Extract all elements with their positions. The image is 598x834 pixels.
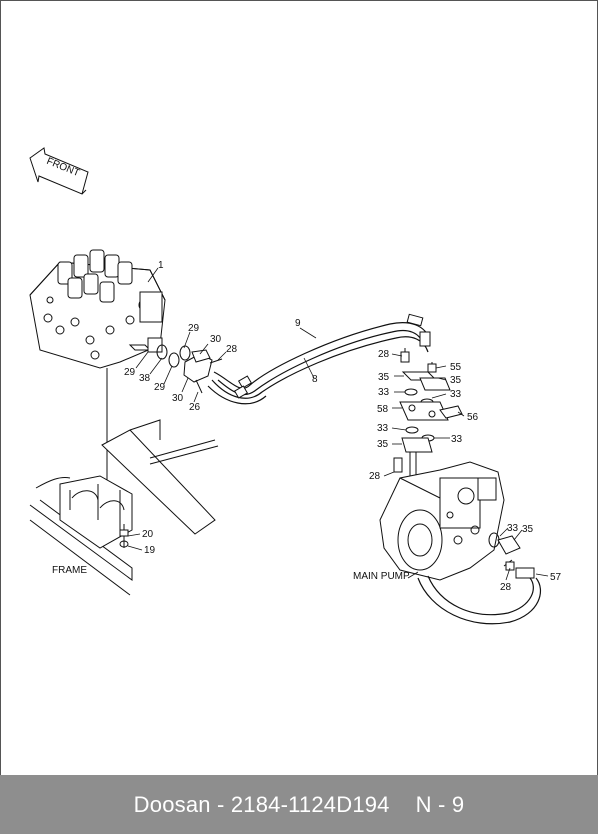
callout-28: 28	[500, 582, 512, 593]
callout-30: 30	[172, 393, 184, 404]
callout-33: 33	[451, 434, 463, 445]
callout-35: 35	[450, 375, 462, 386]
callout-8: 8	[312, 374, 318, 385]
callout-29: 29	[154, 382, 166, 393]
callout-leaders	[127, 267, 549, 581]
hydraulic-hose-diagram: FRONT FRAME MAIN PUMP 1 29 30 28 9 8 29 …	[29, 147, 562, 625]
callout-1: 1	[158, 260, 164, 271]
callout-29: 29	[124, 367, 136, 378]
callout-20: 20	[142, 529, 154, 540]
callout-35: 35	[378, 372, 390, 383]
pump-flange-stack	[393, 348, 463, 478]
callout-38: 38	[139, 373, 151, 384]
callout-33: 33	[507, 523, 519, 534]
valve-fittings	[147, 337, 223, 394]
callout-30: 30	[210, 334, 222, 345]
footer-page-number: N - 9	[415, 791, 465, 817]
callout-35: 35	[377, 439, 389, 450]
footer-bar: Doosan - 2184-1124D194 N - 9	[0, 775, 598, 834]
frame-label: FRAME	[52, 565, 87, 576]
diagram-frame	[0, 0, 598, 776]
callout-28: 28	[369, 471, 381, 482]
callout-57: 57	[550, 572, 562, 583]
callout-19: 19	[144, 545, 156, 556]
callout-29: 29	[188, 323, 200, 334]
callout-28: 28	[226, 344, 238, 355]
callout-9: 9	[295, 318, 301, 329]
callout-33: 33	[377, 423, 389, 434]
callout-28: 28	[378, 349, 390, 360]
main-pump	[379, 461, 521, 581]
callout-26: 26	[189, 402, 201, 413]
callout-56: 56	[467, 412, 479, 423]
callout-35: 35	[522, 524, 534, 535]
footer-part-number: Doosan - 2184-1124D194	[133, 791, 390, 817]
control-valve	[29, 249, 166, 369]
callout-58: 58	[377, 404, 389, 415]
callout-55: 55	[450, 362, 462, 373]
callout-33: 33	[450, 389, 462, 400]
frame-detail	[29, 419, 219, 596]
main-pump-label: MAIN PUMP	[353, 571, 410, 582]
hose-8-9	[207, 313, 431, 405]
callout-33: 33	[378, 387, 390, 398]
front-arrow-icon	[29, 147, 89, 195]
hose-57	[417, 567, 541, 625]
